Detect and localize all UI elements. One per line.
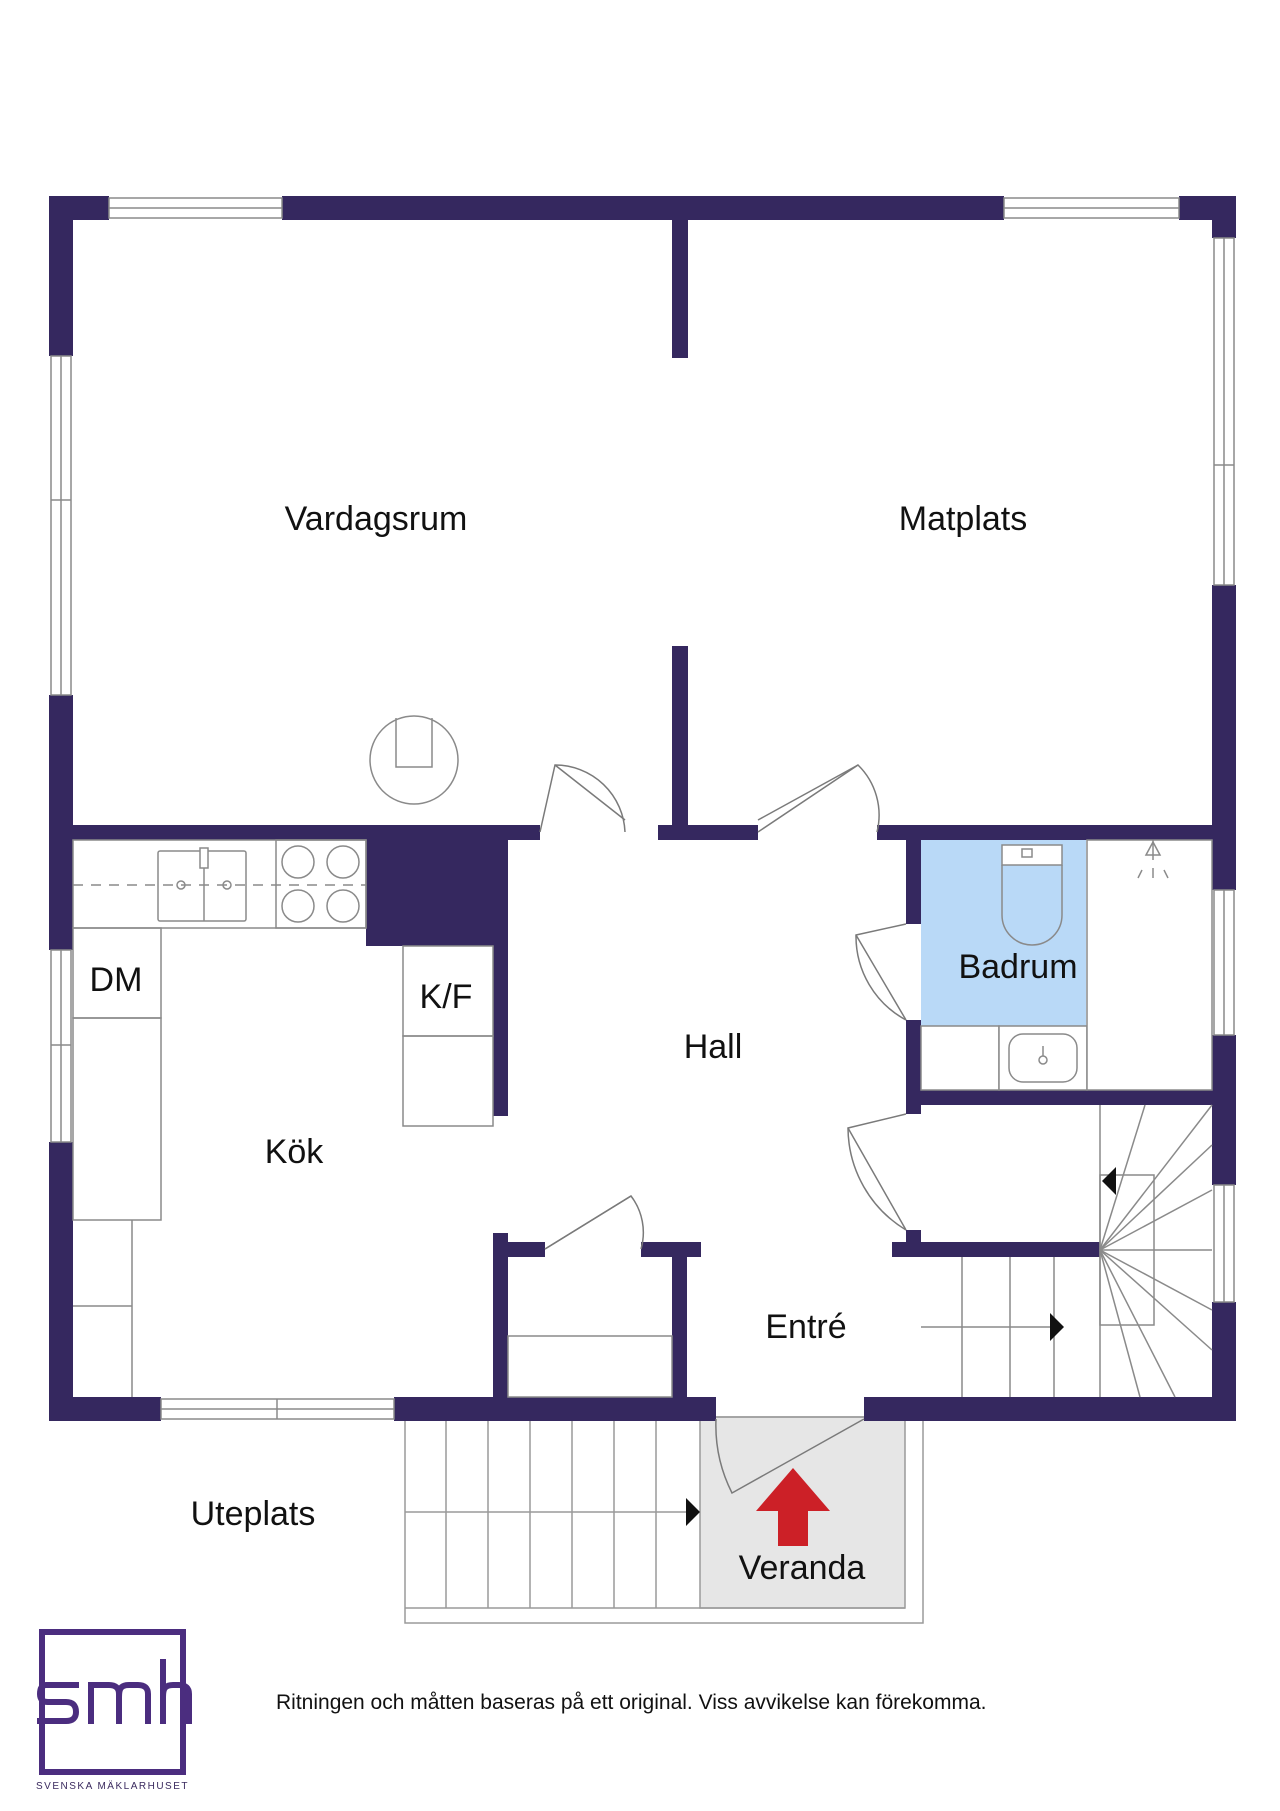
walls	[49, 196, 1236, 1421]
stair-direction-arrow-icon	[686, 1498, 700, 1526]
room-label-vardagsrum: Vardagsrum	[285, 500, 468, 538]
bathroom-fixtures	[920, 839, 1213, 1091]
room-label-matplats: Matplats	[899, 500, 1028, 538]
veranda-area	[404, 1416, 924, 1624]
kitchen-fixtures	[72, 839, 673, 1398]
entrance-arrow-icon	[756, 1468, 830, 1546]
logo-subtitle: SVENSKA MÄKLARHUSET	[36, 1781, 189, 1792]
stair-direction-arrow-icon	[1102, 1167, 1116, 1195]
room-label-dm: DM	[90, 961, 143, 999]
room-label-entre: Entré	[765, 1308, 846, 1346]
disclaimer-text: Ritningen och måtten baseras på ett orig…	[276, 1691, 987, 1714]
bathroom-fill	[921, 840, 1086, 1026]
smh-logo	[36, 1629, 192, 1775]
room-label-hall: Hall	[684, 1028, 743, 1066]
stair-direction-arrow-icon	[1050, 1313, 1064, 1341]
room-label-veranda: Veranda	[739, 1549, 866, 1587]
room-label-badrum: Badrum	[958, 948, 1077, 986]
room-label-uteplats: Uteplats	[191, 1495, 316, 1533]
fireplace-icon	[369, 715, 459, 805]
room-label-kf: K/F	[420, 978, 473, 1016]
windows	[50, 197, 1235, 1420]
room-label-kok: Kök	[265, 1133, 325, 1171]
doors	[539, 764, 907, 1495]
